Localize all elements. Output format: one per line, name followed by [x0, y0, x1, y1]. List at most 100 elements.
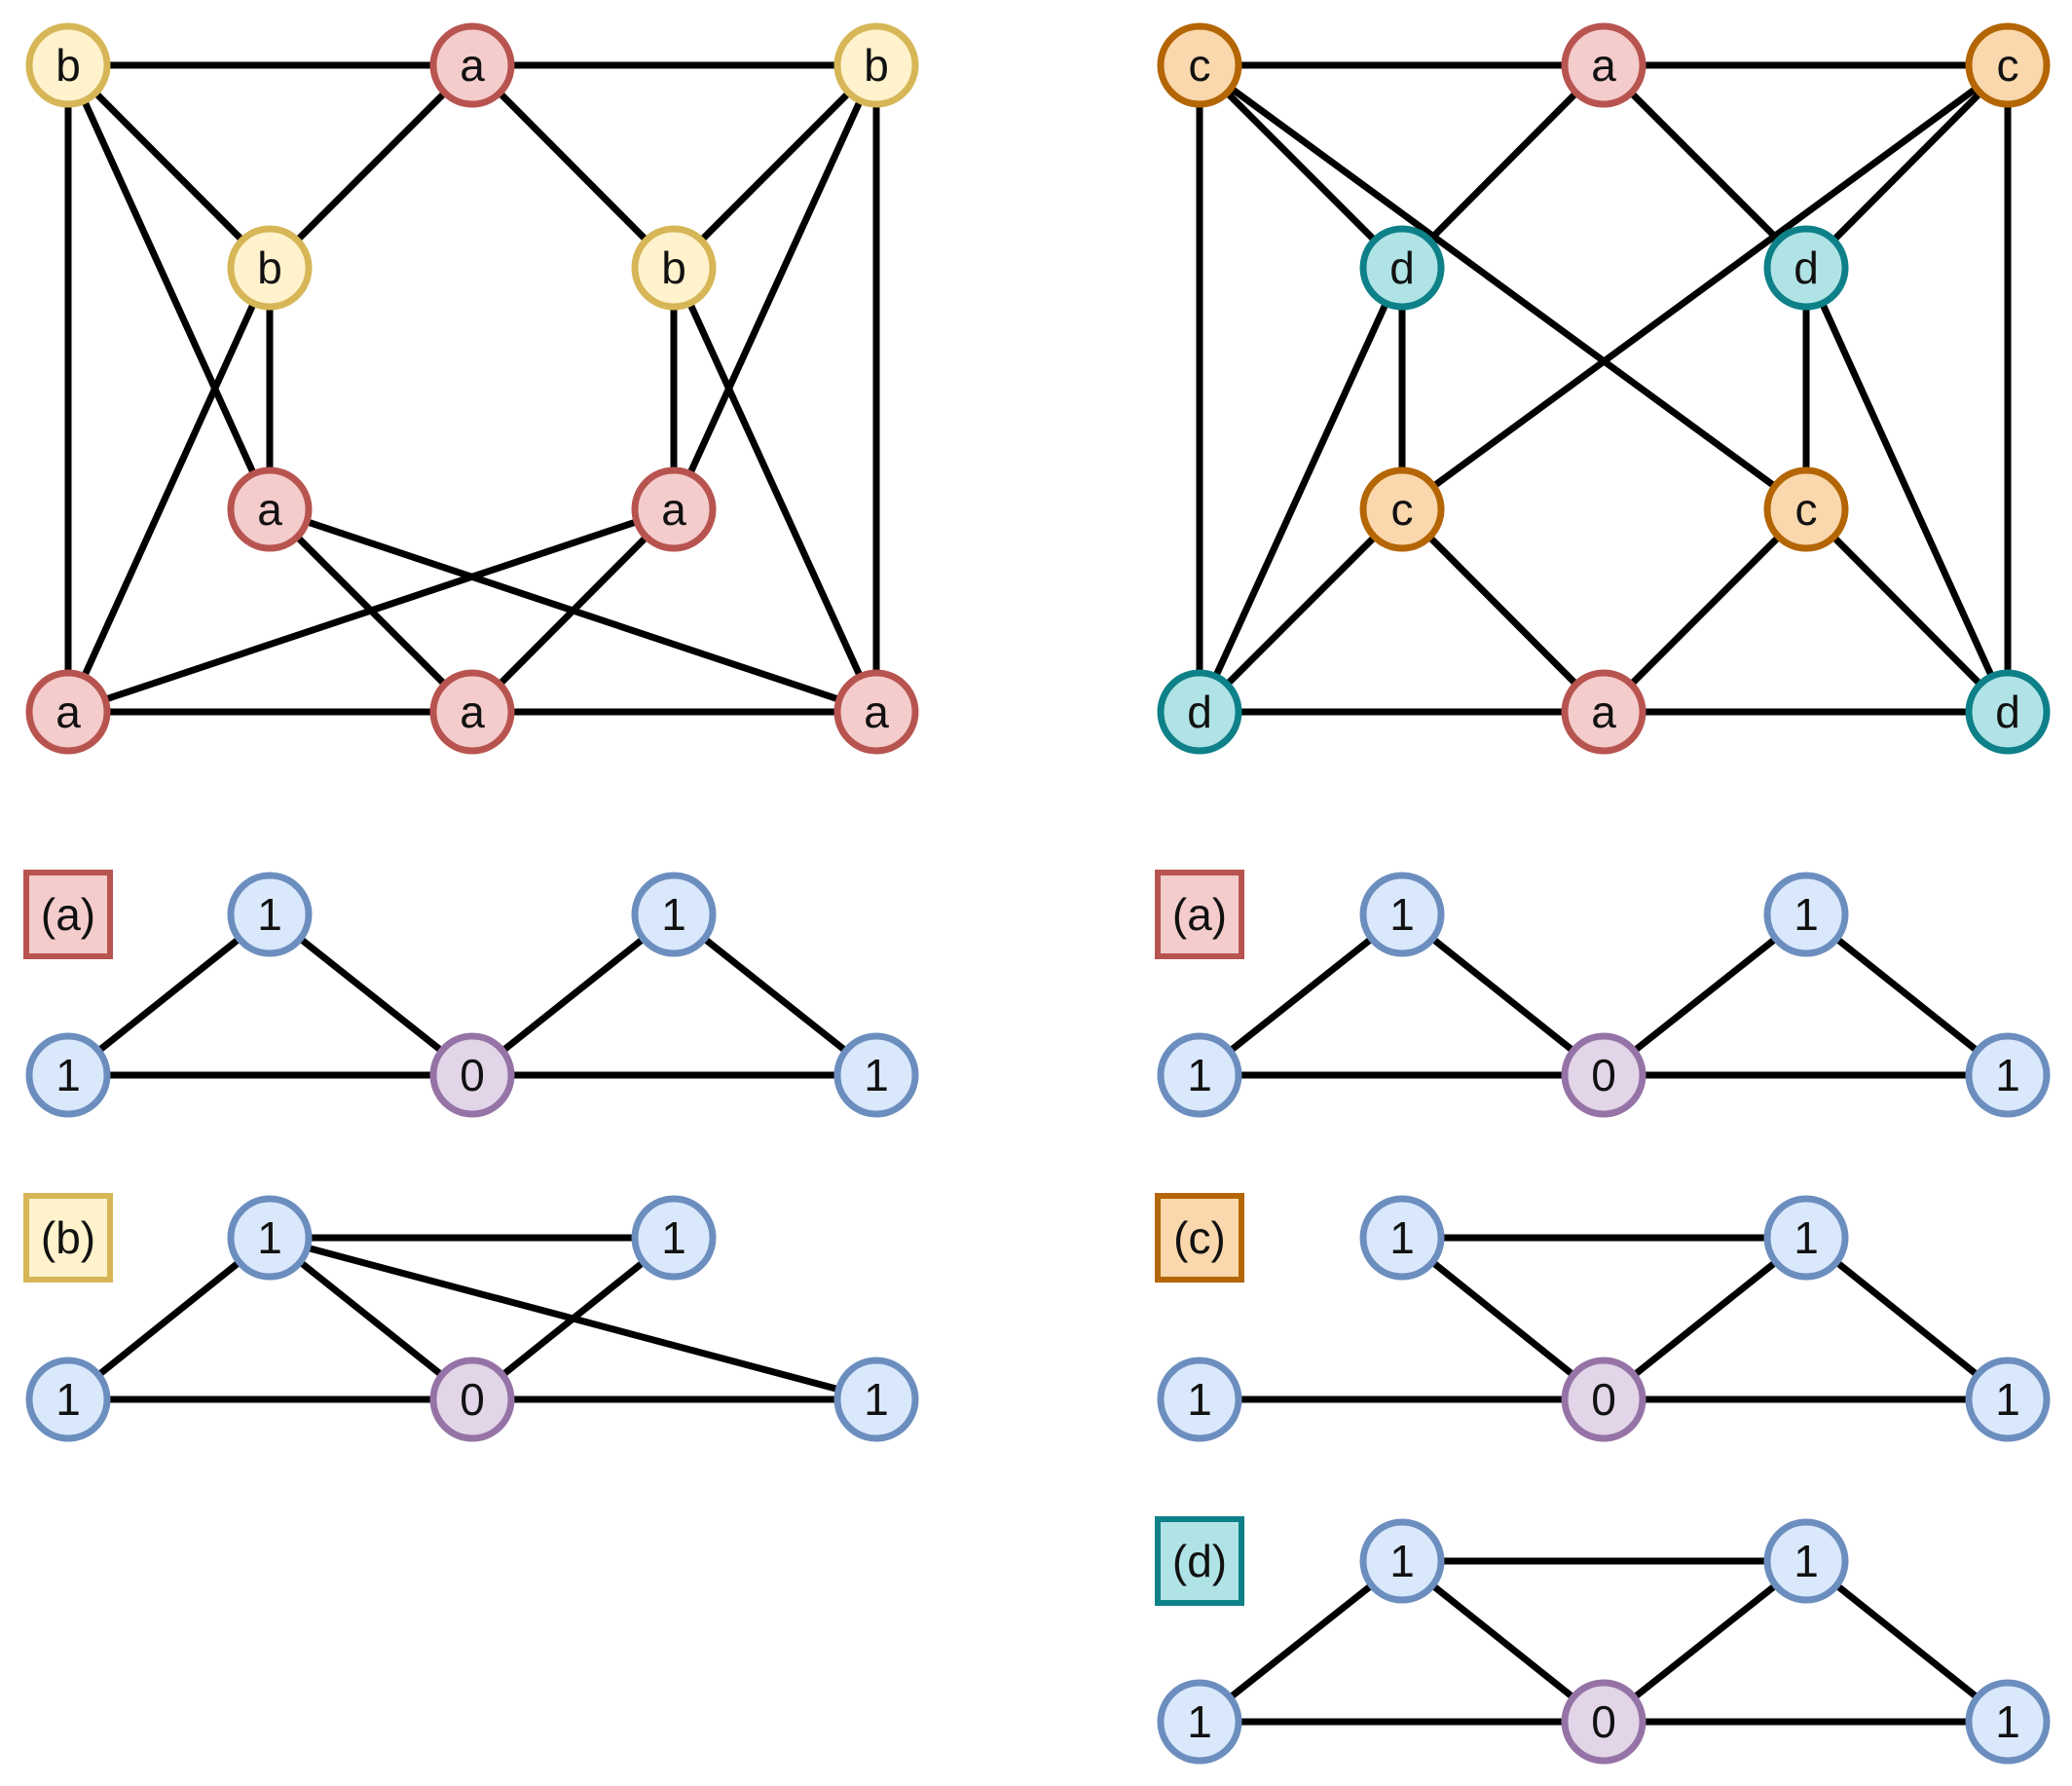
node-label: d	[1187, 687, 1212, 737]
node-circle	[429, 1032, 515, 1118]
node-q4: d	[1359, 225, 1445, 311]
node-label: 1	[1995, 1696, 2020, 1747]
node-ra1: 1	[1359, 872, 1445, 957]
label-box-text: (b)	[41, 1212, 95, 1263]
node-p7: a	[631, 466, 717, 552]
edge-q5-q10	[1802, 264, 2012, 716]
edge-rc1-rc4	[1398, 1234, 1608, 1403]
node-label: 1	[56, 1050, 81, 1100]
node-ra5: 1	[1965, 1032, 2051, 1118]
edge-lb1-lb4	[266, 1234, 476, 1403]
node-rd5: 1	[1965, 1679, 2051, 1765]
node-circle	[1359, 225, 1445, 311]
node-label: 1	[864, 1050, 889, 1100]
node-circle	[631, 872, 717, 957]
edge-q6-q8	[1196, 505, 1406, 716]
edge-lb3-lb1	[64, 1234, 274, 1403]
node-q9: a	[1561, 669, 1646, 755]
node-circle	[227, 466, 313, 552]
node-circle	[1561, 1357, 1646, 1442]
label-boxes-layer: (a)(b)(a)(c)(d)	[23, 870, 1244, 1606]
label-box-text: (a)	[1172, 889, 1227, 940]
node-lb5: 1	[833, 1357, 919, 1442]
node-label: b	[257, 242, 282, 293]
node-label: 1	[56, 1374, 81, 1425]
edge-ra4-ra2	[1600, 911, 1810, 1079]
edge-p2-p5	[468, 61, 678, 272]
node-circle	[1561, 1032, 1646, 1118]
edges-layer	[64, 61, 2012, 1726]
edge-q4-q8	[1196, 264, 1406, 716]
edge-rd2-rd5	[1802, 1557, 2012, 1726]
node-p6: a	[227, 466, 313, 552]
node-rc1: 1	[1359, 1195, 1445, 1281]
node-rd3: 1	[1157, 1679, 1242, 1765]
node-q2: a	[1561, 22, 1646, 108]
node-label: 1	[1794, 889, 1819, 940]
edge-la1-la4	[266, 911, 476, 1079]
node-label: a	[257, 484, 282, 535]
node-rc3: 1	[1157, 1357, 1242, 1442]
edge-q2-q4	[1398, 61, 1608, 272]
node-circle	[429, 669, 515, 755]
node-circle	[833, 22, 919, 108]
node-circle	[833, 1032, 919, 1118]
node-p4: b	[227, 225, 313, 311]
node-label: 1	[1389, 1536, 1415, 1586]
node-p10: a	[833, 669, 919, 755]
node-circle	[1359, 1518, 1445, 1604]
node-circle	[429, 22, 515, 108]
node-label: b	[864, 40, 889, 91]
node-circle	[631, 225, 717, 311]
node-circle	[631, 1195, 717, 1281]
node-circle	[227, 1195, 313, 1281]
node-circle	[1965, 669, 2051, 755]
node-label: c	[1189, 40, 1211, 91]
node-circle	[1965, 1032, 2051, 1118]
edge-la4-la2	[468, 911, 678, 1079]
label-box-rect	[1155, 870, 1244, 959]
label-box-rect	[23, 870, 113, 959]
node-label: d	[1794, 242, 1819, 293]
node-circle	[1965, 1679, 2051, 1765]
node-label: a	[661, 484, 686, 535]
box-left-b: (b)	[23, 1193, 113, 1283]
node-circle	[1763, 225, 1849, 311]
node-label: a	[1591, 40, 1616, 91]
node-label: 1	[1389, 889, 1415, 940]
node-rc4: 0	[1561, 1357, 1646, 1442]
node-label: 1	[257, 889, 282, 940]
edge-q3-q5	[1802, 61, 2012, 272]
node-label: 1	[1187, 1696, 1212, 1747]
node-label: 1	[864, 1374, 889, 1425]
node-label: 0	[1591, 1374, 1616, 1425]
node-circle	[833, 669, 919, 755]
edge-rd4-rd2	[1600, 1557, 1810, 1726]
node-lb3: 1	[25, 1357, 111, 1442]
node-p2: a	[429, 22, 515, 108]
node-rd1: 1	[1359, 1518, 1445, 1604]
node-label: 1	[1794, 1212, 1819, 1263]
node-label: b	[56, 40, 81, 91]
node-label: a	[864, 687, 889, 737]
node-p9: a	[429, 669, 515, 755]
node-ra3: 1	[1157, 1032, 1242, 1118]
node-circle	[631, 466, 717, 552]
edge-rd1-rd4	[1398, 1557, 1608, 1726]
node-circle	[227, 872, 313, 957]
node-la5: 1	[833, 1032, 919, 1118]
node-label: a	[460, 687, 485, 737]
node-label: 0	[460, 1374, 485, 1425]
node-circle	[1763, 1195, 1849, 1281]
edge-la2-la5	[670, 911, 880, 1079]
node-label: 1	[661, 889, 686, 940]
label-box-text: (c)	[1173, 1212, 1226, 1263]
node-la1: 1	[227, 872, 313, 957]
node-circle	[1561, 22, 1646, 108]
edge-q3-q6	[1398, 61, 2012, 513]
node-la2: 1	[631, 872, 717, 957]
label-box-rect	[1155, 1516, 1244, 1606]
node-circle	[1157, 22, 1242, 108]
node-circle	[1763, 1518, 1849, 1604]
node-rc5: 1	[1965, 1357, 2051, 1442]
